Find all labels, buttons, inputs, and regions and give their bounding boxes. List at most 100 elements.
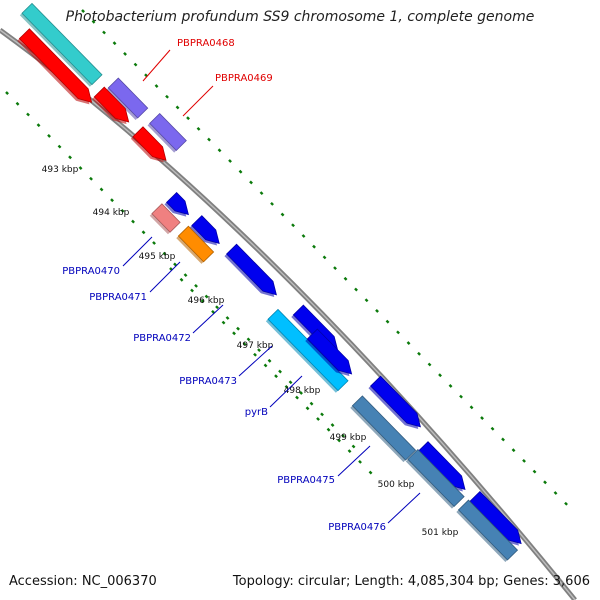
gene-arrow-blue[interactable] [417,441,470,495]
gene-arrow-blue-group [415,441,470,495]
tick-mark [274,374,278,379]
tick-mark [305,406,310,411]
tick-mark [543,480,547,485]
tick-mark [354,287,358,292]
gene-label-pbpra0471[interactable]: PBPRA0471 [89,292,147,303]
tick-mark [532,469,537,474]
tick-mark [26,112,30,117]
tick-mark [173,262,177,267]
tick-mark [179,277,184,282]
gene-arrow-purple-group [147,112,187,153]
tick-mark [375,309,379,313]
tick-mark [343,276,348,281]
gene-arrow-pink[interactable] [151,203,181,233]
tick-mark [200,299,205,304]
tick-mark [133,62,138,67]
gene-label-pbpra0469[interactable]: PBPRA0469 [215,73,273,84]
gene-arrow-blue-group [224,243,282,300]
gene-arrow-red[interactable] [132,126,171,165]
gene-arrow-blue-group [189,215,224,249]
gene-arrow-blue[interactable] [306,328,356,379]
gene-label-pbpra0470[interactable]: PBPRA0470 [62,266,120,277]
tick-mark [110,198,114,203]
gene-label-leader [238,345,273,377]
tick-mark [330,423,335,427]
gene-arrow-blue[interactable] [191,215,224,249]
tick-mark [165,94,169,99]
gene-arrow-blue-group [467,490,526,549]
tick-mark [295,395,299,400]
gene-arrow-red[interactable] [93,86,133,127]
gene-arrow-purple[interactable] [149,112,187,152]
gene-arrow-blue[interactable] [370,375,426,432]
gene-arrow-cyan[interactable] [21,2,103,86]
tick-mark [511,448,516,453]
tick-mark [312,244,316,249]
tick-mark [190,288,194,293]
tick-mark [263,363,268,368]
tick-mark [175,105,180,110]
tick-mark [78,166,83,170]
tick-mark [47,133,51,138]
gene-label-pbpra0475[interactable]: PBPRA0475 [277,475,335,486]
accession-text: Accession: NC_006370 [9,574,157,589]
gene-arrow-purple[interactable] [107,77,149,119]
tick-mark [154,84,159,88]
genome-summary-text: Topology: circular; Length: 4,085,304 bp… [232,574,590,589]
gene-label-pbpra0473[interactable]: PBPRA0473 [179,376,237,387]
gene-arrow-blue[interactable] [469,490,526,549]
gene-label-pbpra0476[interactable]: PBPRA0476 [328,522,386,533]
tick-mark [459,394,463,399]
tick-mark [469,405,474,410]
tick-mark [228,159,232,163]
tick-mark [316,417,320,421]
gene-arrow-red-group [130,126,171,165]
tick-mark [141,230,146,235]
tick-mark [253,352,257,357]
gene-label-leader [192,304,224,334]
gene-label-pyrb[interactable]: pyrB [245,407,268,418]
inner-tick-row-upper [5,91,356,449]
tick-mark [162,251,167,256]
gene-arrow-steelblue[interactable] [407,448,465,508]
gene-arrow-blue-group [368,375,426,432]
gene-arrow-steelblue[interactable] [351,395,417,461]
tick-mark [341,433,345,438]
tick-mark [299,391,303,395]
tick-mark [217,148,222,153]
kbp-label: 498 kbp [284,386,321,396]
gene-label-leader [387,492,421,524]
tick-mark [448,384,453,388]
kbp-label: 500 kbp [378,480,415,490]
tick-mark [320,412,324,417]
tick-mark [259,191,264,196]
tick-mark [309,401,314,406]
tick-mark [257,348,261,353]
tick-mark [322,255,327,260]
kbp-label: 494 kbp [93,208,130,218]
gene-arrow-red[interactable] [18,28,96,107]
tick-mark [207,137,211,142]
tick-mark [438,373,442,378]
gene-arrow-orange[interactable] [177,225,215,263]
gene-arrow-steelblue[interactable] [457,499,519,561]
gene-label-pbpra0472[interactable]: PBPRA0472 [133,333,191,344]
tick-mark [36,123,41,128]
gene-arrow-pink-group [149,203,181,235]
tick-mark [385,319,390,324]
gene-arrow-purple-group [106,77,149,120]
gene-arrow-cyan-group [19,2,103,87]
gene-arrow-blue[interactable] [166,191,194,220]
tick-mark [57,144,62,149]
gene-label-leader [149,261,181,293]
gene-arrow-blue[interactable] [226,243,282,300]
tick-mark [480,416,484,420]
tick-mark [5,91,9,95]
tick-mark [236,326,240,331]
gene-label-pbpra0468[interactable]: PBPRA0468 [177,38,235,49]
tick-mark [91,19,96,24]
tick-mark [89,176,93,181]
tick-mark [204,294,209,299]
kbp-label: 499 kbp [330,433,367,443]
gene-label-leader [142,49,171,82]
